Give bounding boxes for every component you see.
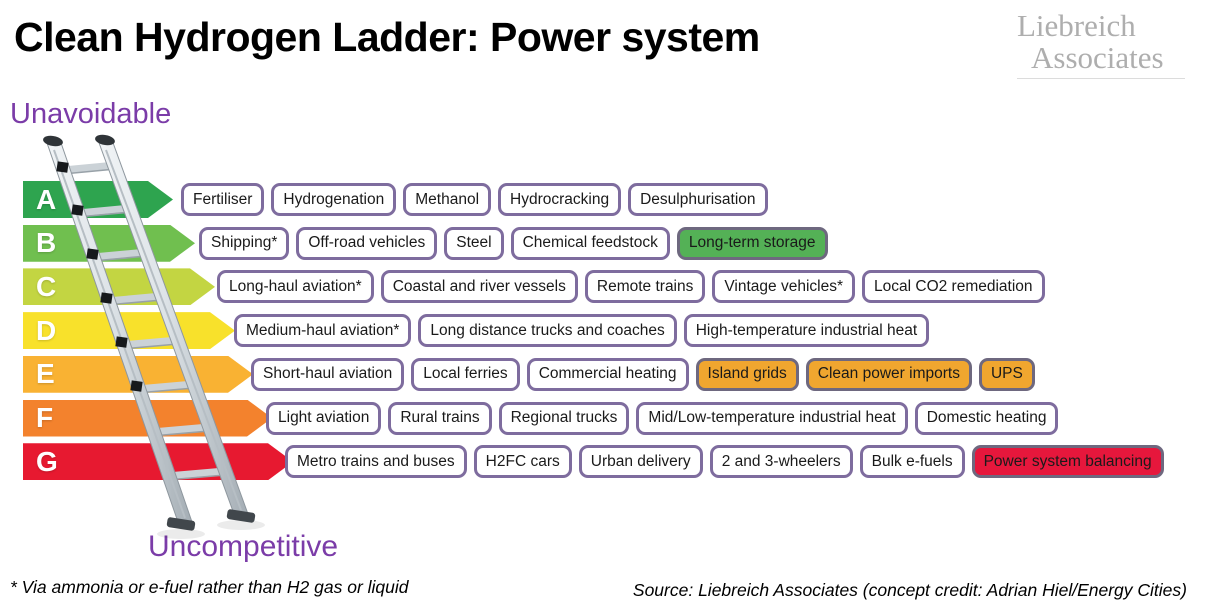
use-case-pill: Chemical feedstock (510, 226, 670, 260)
use-case-pill: Long-term storage (676, 226, 828, 260)
grade-letter-E: E (36, 358, 55, 390)
use-case-pill: Hydrogenation (271, 183, 397, 216)
use-case-pill: Island grids (695, 357, 799, 391)
grade-arrow-F: F (23, 400, 272, 437)
use-case-pill: Desulphurisation (628, 183, 768, 216)
use-case-pills-row-C: Long-haul aviation*Coastal and river ves… (217, 270, 1045, 304)
use-case-pill: Fertiliser (181, 183, 265, 216)
footnote-asterisk: * Via ammonia or e-fuel rather than H2 g… (10, 577, 409, 597)
logo-line1: Liebreich (1017, 8, 1136, 43)
use-case-pill: Medium-haul aviation* (234, 314, 412, 348)
use-case-pill: Long distance trucks and coaches (418, 314, 677, 348)
scale-label-unavoidable: Unavoidable (10, 98, 172, 130)
use-case-pill: Power system balancing (971, 445, 1164, 479)
use-case-pill: Urban delivery (578, 445, 703, 479)
grade-letter-G: G (36, 445, 58, 477)
use-case-pill: Shipping* (199, 226, 290, 260)
use-case-pill: Hydrocracking (498, 183, 622, 216)
scale-label-uncompetitive: Uncompetitive (148, 530, 339, 563)
use-case-pill: Vintage vehicles* (712, 270, 856, 304)
grade-arrow-A: A (23, 181, 173, 218)
use-case-pill: 2 and 3-wheelers (709, 445, 853, 479)
use-case-pill: Coastal and river vessels (380, 270, 578, 304)
use-case-pill: Steel (444, 226, 504, 260)
use-case-pill: Methanol (403, 183, 492, 216)
use-case-pill: Light aviation (266, 401, 382, 435)
use-case-pill: Clean power imports (805, 357, 972, 391)
grade-arrow-E: E (23, 356, 253, 393)
use-case-pill: Local ferries (411, 357, 520, 391)
use-case-pill: Long-haul aviation* (217, 270, 374, 304)
use-case-pill: Commercial heating (526, 357, 689, 391)
grade-arrow-D: D (23, 312, 235, 349)
grade-arrow-C: C (23, 268, 215, 305)
use-case-pill: High-temperature industrial heat (683, 314, 930, 348)
use-case-pill: Domestic heating (914, 401, 1059, 435)
use-case-pill: Regional trucks (498, 401, 630, 435)
use-case-pills-row-D: Medium-haul aviation*Long distance truck… (234, 314, 930, 348)
use-case-pill: Bulk e-fuels (859, 445, 965, 479)
use-case-pill: Metro trains and buses (285, 445, 467, 479)
source-credit: Source: Liebreich Associates (concept cr… (632, 580, 1187, 600)
grade-letter-D: D (36, 314, 57, 346)
grade-arrow-G: G (23, 443, 293, 480)
use-case-pill: Remote trains (584, 270, 706, 304)
use-case-pill: Local CO2 remediation (862, 270, 1045, 304)
use-case-pill: Short-haul aviation (251, 357, 405, 391)
use-case-pill: Off-road vehicles (296, 226, 438, 260)
use-case-pill: Mid/Low-temperature industrial heat (636, 401, 908, 435)
grade-letter-F: F (36, 402, 54, 433)
ladder-row-C: C Long-haul aviation*Coastal and river ve… (23, 268, 1203, 305)
grade-letter-A: A (36, 183, 57, 215)
use-case-pill: H2FC cars (473, 445, 572, 479)
ladder-row-D: D Medium-haul aviation*Long distance truc… (23, 312, 1203, 349)
liebreich-associates-logo: Liebreich Associates (1017, 8, 1185, 80)
grade-arrow-B: B (23, 225, 195, 262)
use-case-pill: Rural trains (388, 401, 492, 435)
grade-letter-C: C (36, 270, 57, 302)
logo-underline (1017, 78, 1185, 80)
page-title: Clean Hydrogen Ladder: Power system (14, 14, 760, 60)
grade-letter-B: B (36, 227, 57, 259)
logo-line2: Associates (1031, 39, 1164, 75)
use-case-pill: UPS (978, 357, 1035, 391)
